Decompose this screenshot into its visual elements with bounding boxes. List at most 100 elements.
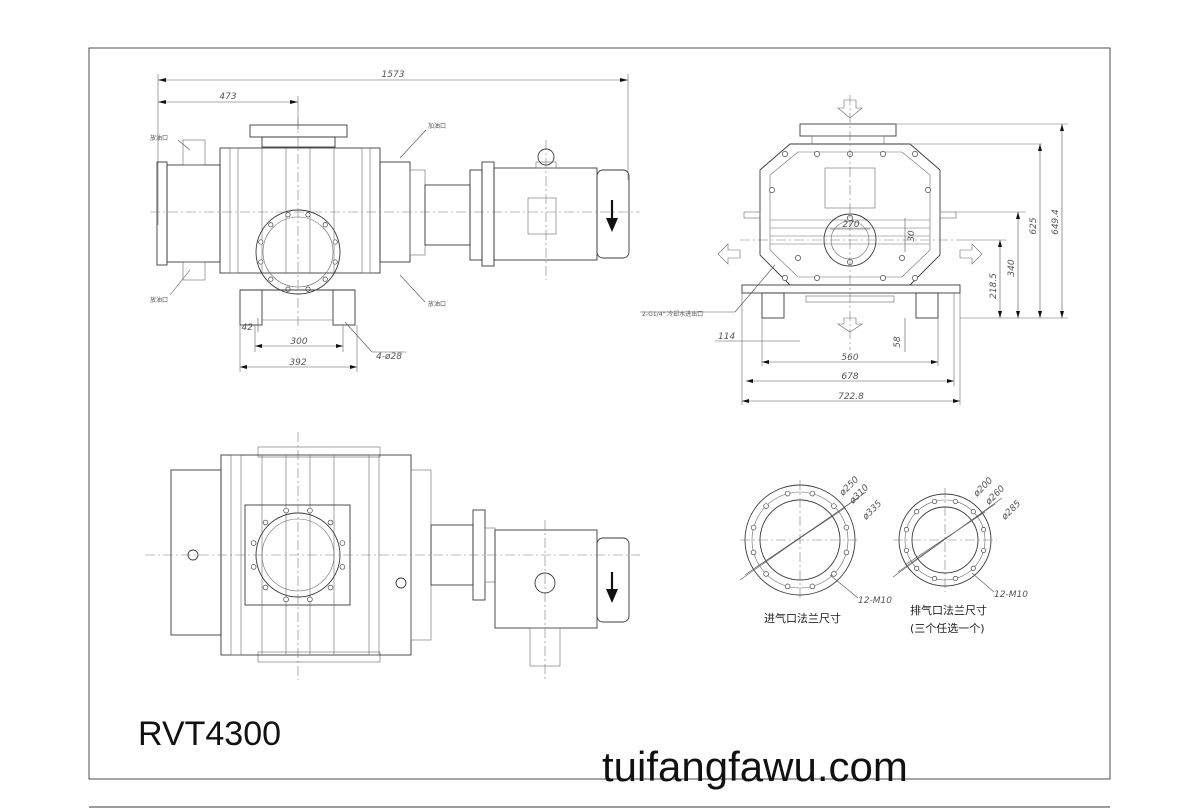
flange-bolt: [258, 259, 264, 265]
flange-bolt: [322, 222, 328, 228]
flange-bolt: [285, 286, 291, 292]
inlet-flange-bolt: [809, 490, 816, 497]
flange-bolt: [250, 564, 257, 570]
flange-bolt: [268, 222, 274, 228]
outlet-bolts-label: 12-M10: [994, 590, 1028, 600]
model-name: RVT4300: [138, 715, 281, 753]
dim-height-340: 340: [1007, 259, 1017, 276]
flange-bolt: [250, 540, 257, 546]
flange-bolt: [332, 239, 338, 245]
dim-width-722: 722.8: [838, 392, 864, 402]
inlet-d-outer: ø335: [860, 499, 884, 523]
casing-bolt: [912, 151, 918, 157]
inlet-bolts-label: 12-M10: [858, 596, 892, 606]
watermark: tuifangfawu.com: [602, 743, 908, 790]
flange-bolt: [305, 212, 311, 218]
inlet-flange-caption: 进气口法兰尺寸: [764, 611, 841, 625]
outlet-flange-bolt: [952, 498, 958, 504]
outlet-flange-bolt: [981, 547, 987, 553]
dim-bottom-58: 58: [893, 336, 903, 348]
casing-bolt: [925, 187, 931, 193]
rotation-arrow-icon-plan: [606, 589, 618, 603]
casing-bolt: [769, 187, 775, 193]
outlet-d-outer: ø285: [999, 499, 1023, 523]
flange-bolt: [283, 507, 289, 514]
dim-foot-spacing: 300: [290, 337, 307, 347]
inlet-flange-bolt: [763, 503, 769, 509]
dim-inlet-offset: 473: [219, 92, 236, 102]
inlet-flange-bolt: [809, 583, 816, 590]
inlet-flange-bolt: [784, 490, 791, 497]
dim-inner-30: 30: [907, 230, 917, 242]
dim-width-678: 678: [841, 372, 858, 382]
outlet-flange-bolt: [970, 565, 976, 571]
flange-bolt: [307, 596, 313, 603]
flange-bolt: [307, 507, 313, 514]
outlet-flange-bolt: [932, 498, 938, 504]
flange-bolt: [327, 584, 334, 591]
dim-width-560: 560: [841, 353, 858, 363]
foot-holes-label: 4-ø28: [376, 352, 402, 362]
outlet-flange-caption: 排气口法兰尺寸: [910, 603, 987, 617]
drawing-frame: [88, 47, 1111, 780]
dim-left-114: 114: [718, 332, 735, 342]
flange-bolt: [285, 212, 291, 218]
flange-bolt: [268, 276, 274, 282]
dim-total-length: 1573: [382, 70, 405, 80]
casing-bolt: [880, 275, 886, 281]
plan-view: [145, 432, 640, 680]
outlet-flange-detail: ø200 ø260 ø285 12-M10 排气口法兰尺寸 (三个任选一个): [892, 476, 1028, 635]
inlet-flange-bolt: [831, 571, 837, 577]
casing-bolt: [814, 151, 820, 157]
flange-bolt: [332, 259, 338, 265]
outlet-flange-bolt: [952, 576, 958, 582]
note-oil-1: 放油口: [150, 134, 168, 142]
dim-inner-270: 270: [842, 220, 859, 230]
flange-bolt: [262, 584, 269, 591]
flange-bolt: [262, 519, 269, 526]
outlet-flange-bolt: [932, 576, 938, 582]
casing-bolt: [782, 275, 788, 281]
outlet-flange-bolt: [903, 547, 909, 553]
flange-bolt: [339, 540, 346, 546]
inlet-flange-bolt: [843, 524, 850, 531]
casing-bolt: [814, 275, 820, 281]
dim-height-total: 649.4: [1051, 209, 1061, 235]
outlet-flange-bolt: [981, 527, 987, 533]
note-oil-4: 放油口: [428, 300, 446, 308]
casing-bolt: [912, 275, 918, 281]
inlet-flange-bolt: [750, 549, 757, 556]
outlet-flange-bolt: [914, 509, 920, 515]
outlet-flange-bolt: [914, 565, 920, 571]
side-view: 649.4 625 340 218.5 270 30 58 114 560: [640, 95, 1068, 405]
outlet-flange-caption-sub: (三个任选一个): [910, 622, 985, 635]
flange-bolt: [327, 519, 334, 526]
front-view: 1573 473: [150, 70, 640, 372]
casing-bolt: [880, 151, 886, 157]
outlet-flange-bolt: [903, 527, 909, 533]
note-oil-2: 加油口: [428, 122, 446, 130]
flange-bolt: [322, 276, 328, 282]
flange-bolt: [339, 564, 346, 570]
dim-foot-gap: 42: [242, 323, 254, 333]
inlet-flange-bolt: [831, 503, 837, 509]
inlet-flange-bolt: [750, 524, 757, 531]
note-oil-3: 放油口: [150, 296, 168, 304]
casing-bolt: [899, 255, 905, 261]
flange-bolt: [283, 596, 289, 603]
casing-bolt: [782, 151, 788, 157]
dim-height-218: 218.5: [989, 273, 999, 299]
dim-foot-overall: 392: [289, 358, 306, 368]
cooling-note: 2-G1/4" 冷却水进出口: [642, 310, 703, 318]
casing-bolt: [795, 255, 801, 261]
rotation-arrow-icon: [606, 218, 618, 232]
flange-bolt: [305, 286, 311, 292]
outlet-flange-bolt: [970, 509, 976, 515]
inlet-flange-detail: ø250 ø310 ø335 12-M10 进气口法兰尺寸: [739, 475, 892, 625]
inlet-flange-bolt: [784, 583, 791, 590]
inlet-flange-bolt: [843, 549, 850, 556]
dim-height-625: 625: [1029, 217, 1039, 234]
flange-bolt: [258, 239, 264, 245]
inlet-flange-bolt: [763, 571, 769, 577]
